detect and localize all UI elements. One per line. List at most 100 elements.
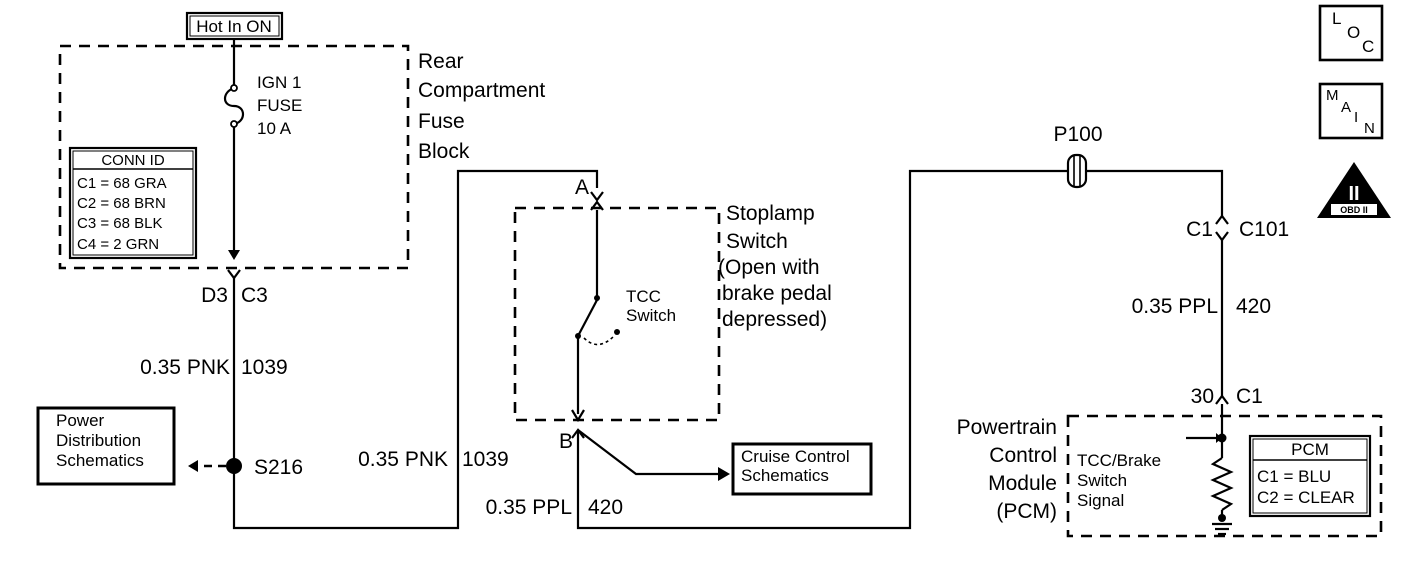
cruise-control-arrow-icon <box>718 467 730 481</box>
main-icon-letter: M <box>1326 87 1339 104</box>
pcm-legend-row: C1 = BLU <box>1257 467 1331 486</box>
fuse-block-label-line-4: Block <box>418 140 470 163</box>
fuse-block-label-line-3: Fuse <box>418 110 465 133</box>
circuit-1039-wire <box>232 169 599 530</box>
pcm-signal-line-3: Signal <box>1077 491 1124 510</box>
hot-in-on-tag: Hot In ON <box>185 11 284 41</box>
power-distribution-line-2: Distribution <box>56 431 141 450</box>
fuse-label-line-3: 10 A <box>257 119 292 138</box>
stoplamp-label-line-5: depressed) <box>722 308 827 331</box>
tcc-switch-fixed-contact <box>594 295 600 301</box>
pcm-legend: PCM C1 = BLU C2 = CLEAR <box>1248 434 1372 518</box>
loc-icon[interactable]: L O C <box>1318 4 1384 62</box>
connector-pcm-cavity: 30 <box>1191 385 1214 408</box>
connector-c101-name: C101 <box>1239 218 1289 241</box>
conn-id-row: C4 = 2 GRN <box>77 236 159 253</box>
conn-id-table: CONN ID C1 = 68 GRA C2 = 68 BRN C3 = 68 … <box>68 146 198 260</box>
stoplamp-label-line-2: Switch <box>726 230 788 253</box>
circuit-420-wire <box>576 169 1070 530</box>
connector-c3-name: C3 <box>241 284 268 307</box>
hot-in-on-label: Hot In ON <box>196 17 272 36</box>
pcm-name-line-2: Control <box>989 444 1057 467</box>
pcm-name-line-3: Module <box>988 472 1057 495</box>
cruise-control-line-2: Schematics <box>741 466 829 485</box>
loc-icon-letter: O <box>1347 23 1360 42</box>
connector-pcm-name: C1 <box>1236 385 1263 408</box>
tcc-switch-label-line-2: Switch <box>626 306 676 325</box>
cruise-control-box[interactable]: Cruise Control Schematics <box>731 442 873 496</box>
tcc-switch-open-contact <box>614 329 620 335</box>
obd-ii-numeral: II <box>1348 183 1359 205</box>
stoplamp-switch-outline <box>513 206 721 422</box>
circuit-420-gauge-bottom: 0.35 PPL <box>486 496 572 519</box>
pcm-legend-title: PCM <box>1291 440 1329 459</box>
loc-icon-letter: L <box>1332 9 1341 28</box>
connector-pcm-icon <box>1215 394 1229 405</box>
cruise-control-line-1: Cruise Control <box>741 447 850 466</box>
obd-ii-icon[interactable]: II OBD II <box>1317 162 1391 218</box>
circuit-420-number-right: 420 <box>1236 295 1271 318</box>
stoplamp-terminal-b: B <box>559 430 573 453</box>
fuse-output-arrow-icon <box>228 250 240 260</box>
pull-down-resistor-icon <box>1210 457 1234 511</box>
connector-c101-cavity: C1 <box>1186 218 1213 241</box>
splice-s216-label: S216 <box>254 456 303 479</box>
pcm-signal-label: TCC/Brake Switch Signal <box>1077 451 1161 510</box>
connector-c101-mating-icon <box>1215 231 1229 242</box>
circuit-420-wire-right <box>1086 169 1224 218</box>
tcc-switch-blade <box>577 299 598 337</box>
connector-c3-icon <box>227 269 241 280</box>
stoplamp-label-line-4: brake pedal <box>722 282 832 305</box>
main-icon[interactable]: M A I N <box>1318 82 1384 140</box>
loc-icon-letter: C <box>1362 37 1374 56</box>
stoplamp-label-line-3: (Open with <box>718 256 820 279</box>
power-distribution-line-3: Schematics <box>56 451 144 470</box>
main-icon-letter: N <box>1364 120 1375 137</box>
fuse-block-label-line-1: Rear <box>418 50 464 73</box>
terminal-b-arrow-icon <box>571 409 585 423</box>
pcm-name-line-4: (PCM) <box>996 500 1057 523</box>
ground-node <box>1218 514 1226 522</box>
main-icon-letter: A <box>1341 99 1351 116</box>
terminal-a-icon <box>590 191 604 202</box>
conn-id-row: C1 = 68 GRA <box>77 175 167 192</box>
cruise-control-branch <box>577 429 718 476</box>
obd-ii-label: OBD II <box>1340 205 1368 215</box>
splice-s216-dot <box>226 458 242 474</box>
conn-id-row: C2 = 68 BRN <box>77 195 166 212</box>
pcm-name-label: Powertrain Control Module (PCM) <box>957 416 1057 523</box>
pass-through-label: P100 <box>1053 123 1102 146</box>
circuit-1039-number-left: 1039 <box>241 356 288 379</box>
stoplamp-label-line-1: Stoplamp <box>726 202 815 225</box>
pcm-name-line-1: Powertrain <box>957 416 1057 439</box>
fuse-block-label-line-2: Compartment <box>418 79 545 102</box>
fuse-label-line-2: FUSE <box>257 96 302 115</box>
main-icon-letter: I <box>1354 109 1358 126</box>
conn-id-row: C3 = 68 BLK <box>77 215 162 232</box>
power-distribution-line-1: Power <box>56 411 105 430</box>
circuit-420-gauge-right: 0.35 PPL <box>1132 295 1218 318</box>
conn-id-title: CONN ID <box>101 152 165 169</box>
pcm-outline <box>1066 414 1383 538</box>
circuit-420-number-bottom: 420 <box>588 496 623 519</box>
fuse-block-label: Rear Compartment Fuse Block <box>418 50 545 163</box>
fuse-label: IGN 1 FUSE 10 A <box>257 73 302 138</box>
ground-icon <box>1212 522 1232 536</box>
power-distribution-box[interactable]: Power Distribution Schematics <box>36 406 176 486</box>
stoplamp-switch-label: Stoplamp Switch (Open with brake pedal d… <box>718 202 832 331</box>
fuse-label-line-1: IGN 1 <box>257 73 301 92</box>
pass-through-p100-icon <box>1066 153 1088 189</box>
fuse-symbol <box>223 86 245 126</box>
stoplamp-terminal-a: A <box>575 176 589 199</box>
connector-c3-cavity: D3 <box>201 284 228 307</box>
tcc-switch-travel-arc <box>583 335 615 346</box>
pcm-signal-line-1: TCC/Brake <box>1077 451 1161 470</box>
circuit-1039-number-bottom: 1039 <box>462 448 509 471</box>
pcm-signal-arrow-icon <box>1216 433 1222 443</box>
pcm-signal-line-2: Switch <box>1077 471 1127 490</box>
pcm-legend-row: C2 = CLEAR <box>1257 488 1355 507</box>
circuit-1039-gauge-bottom: 0.35 PNK <box>358 448 448 471</box>
connector-c101-icon <box>1215 214 1229 225</box>
tcc-switch-label-line-1: TCC <box>626 287 661 306</box>
